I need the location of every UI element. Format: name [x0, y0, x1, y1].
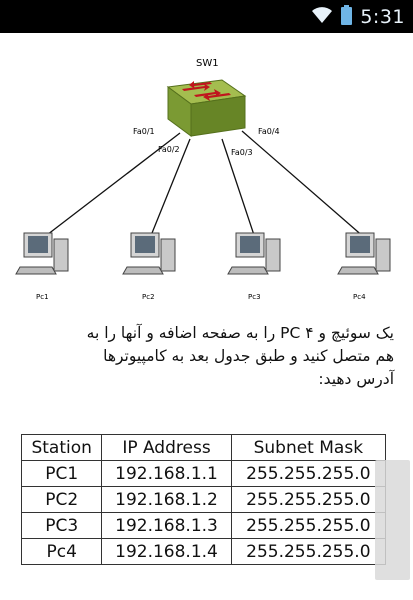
pc-label-4: Pc4 — [353, 293, 366, 301]
table-row: PC3 192.168.1.3 255.255.255.0 — [20, 512, 387, 539]
table-header-row: Station IP Address Subnet Mask — [20, 434, 387, 461]
cable-pc4 — [241, 130, 366, 239]
cell-station: Pc4 — [20, 538, 103, 565]
cable-pc1 — [42, 132, 181, 239]
port-label-fa0-2: Fa0/2 — [158, 145, 180, 154]
battery-icon — [341, 4, 353, 29]
cell-station: PC1 — [20, 460, 103, 487]
pc-label-3: Pc3 — [248, 293, 261, 301]
pc-icon — [15, 232, 69, 275]
cell-station: PC2 — [20, 486, 103, 513]
cell-ip-address: 192.168.1.2 — [101, 486, 232, 513]
cell-subnet-mask: 255.255.255.0 — [230, 512, 387, 539]
pc-icon — [337, 232, 391, 275]
pc-icon — [122, 232, 176, 275]
instructions-line: آدرس دهید: — [318, 370, 394, 388]
cable-pc2 — [149, 138, 191, 239]
cell-station: PC3 — [20, 512, 103, 539]
table-row: PC1 192.168.1.1 255.255.255.0 — [20, 460, 387, 487]
switch-icon — [166, 79, 247, 137]
port-label-fa0-3: Fa0/3 — [231, 148, 253, 157]
cell-subnet-mask: 255.255.255.0 — [230, 460, 387, 487]
scroll-thumb[interactable] — [375, 460, 410, 580]
cell-subnet-mask: 255.255.255.0 — [230, 486, 387, 513]
pc-icon — [227, 232, 281, 275]
instructions-text: یک سوئیچ و ۴ PC را به صفحه اضافه و آنها … — [22, 322, 394, 391]
wifi-icon — [311, 6, 333, 28]
table-row: Pc4 192.168.1.4 255.255.255.0 — [20, 538, 387, 565]
cell-ip-address: 192.168.1.3 — [101, 512, 232, 539]
column-header-station: Station — [20, 434, 103, 461]
instructions-line: هم متصل کنید و طبق جدول بعد به کامپیوتره… — [103, 347, 394, 365]
pc-label-1: Pc1 — [36, 293, 49, 301]
switch-label: SW1 — [196, 58, 219, 69]
port-label-fa0-1: Fa0/1 — [133, 127, 155, 136]
column-header-ip-address: IP Address — [101, 434, 232, 461]
cell-ip-address: 192.168.1.4 — [101, 538, 232, 565]
status-bar: 5:31 — [0, 0, 413, 33]
port-label-fa0-4: Fa0/4 — [258, 127, 280, 136]
table-row: PC2 192.168.1.2 255.255.255.0 — [20, 486, 387, 513]
network-diagram: SW1 Fa0/1 Fa0/2 Fa0/3 Fa0/4 Pc1 Pc2 Pc3 … — [15, 58, 391, 301]
pc-label-2: Pc2 — [142, 293, 155, 301]
cable-pc3 — [221, 138, 256, 239]
status-time: 5:31 — [360, 5, 405, 28]
status-icons: 5:31 — [311, 0, 405, 33]
cell-subnet-mask: 255.255.255.0 — [230, 538, 387, 565]
instructions-line: یک سوئیچ و ۴ PC را به صفحه اضافه و آنها … — [86, 324, 394, 342]
column-header-subnet-mask: Subnet Mask — [230, 434, 387, 461]
ip-address-table: Station IP Address Subnet Mask PC1 192.1… — [20, 434, 387, 565]
cell-ip-address: 192.168.1.1 — [101, 460, 232, 487]
